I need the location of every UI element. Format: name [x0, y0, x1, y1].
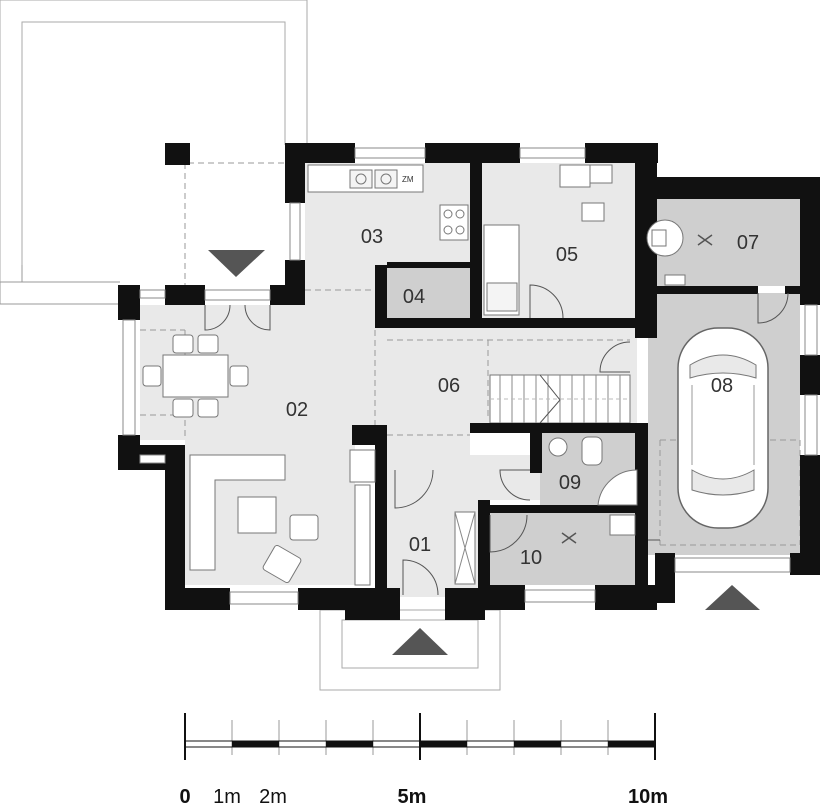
boiler-room-fixtures	[561, 219, 713, 544]
entrance-markers	[208, 250, 760, 655]
room-label-01: 01	[409, 534, 431, 556]
room-label-04: 04	[403, 286, 425, 308]
room-label-09: 09	[559, 472, 581, 494]
entrance-porch	[319, 609, 501, 691]
room05-furniture	[483, 164, 613, 316]
scale-label-1m: 1m	[213, 786, 241, 804]
stairs	[489, 374, 631, 424]
room-label-08: 08	[711, 375, 733, 397]
scale-label-10m: 10m	[628, 786, 668, 804]
room-label-10: 10	[520, 547, 542, 569]
room-label-07: 07	[737, 232, 759, 254]
scale-label-0: 0	[179, 786, 190, 804]
room-label-02: 02	[286, 399, 308, 421]
dining-table	[142, 334, 249, 418]
bathroom-fixtures	[454, 436, 638, 585]
kitchen-appliance-label: ZM	[402, 175, 414, 184]
car	[677, 327, 769, 529]
walls	[118, 143, 820, 620]
sofa-set	[189, 449, 376, 586]
room-label-03: 03	[361, 226, 383, 248]
room-label-05: 05	[556, 244, 578, 266]
windows	[122, 147, 818, 605]
scale-bar: 0 1m 2m 5m 10m	[179, 713, 668, 804]
doors	[204, 284, 789, 596]
room-labels: 01 02 03 04 05 06 07 08 09 10	[286, 226, 759, 569]
main-entrance-marker	[392, 628, 448, 655]
room-label-06: 06	[438, 375, 460, 397]
kitchen-counter: ZM	[307, 164, 469, 241]
terrace-entrance-marker	[208, 250, 265, 277]
terrace	[0, 0, 308, 305]
garage-entrance-marker	[705, 585, 760, 610]
scale-label-5m: 5m	[398, 786, 427, 804]
scale-label-2m: 2m	[259, 786, 287, 804]
